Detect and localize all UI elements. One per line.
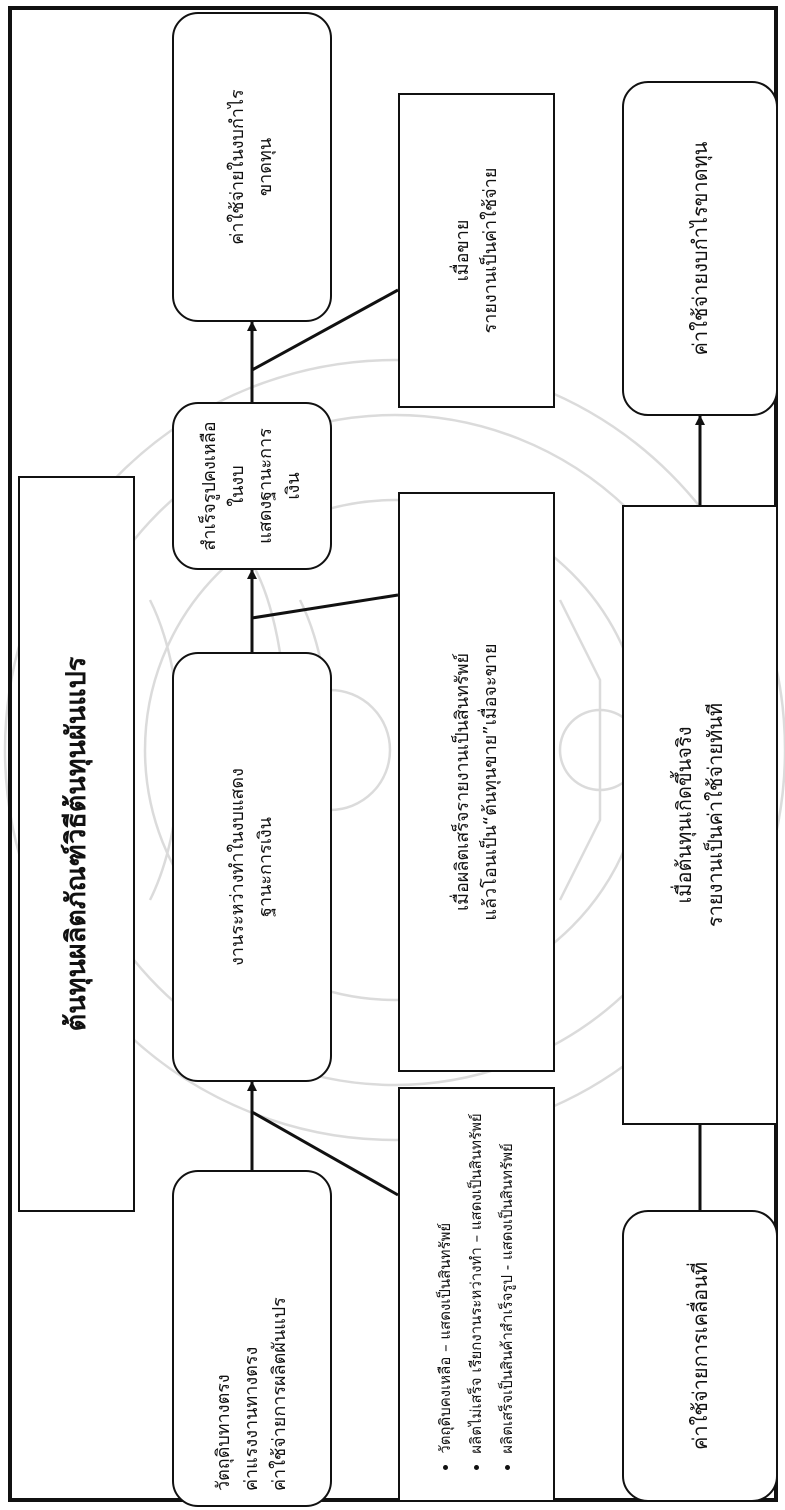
sold-note-line-2: รายงานเป็นค่าใช้จ่าย: [479, 167, 501, 334]
inputs-line-1: วัตถุดิบทางตรง: [213, 1374, 235, 1491]
inputs-line-2: ค่าแรงงานทางตรง: [241, 1346, 263, 1491]
period-pl-line-1: ค่าใช้จ่ายงบกำไรขาดทุน: [687, 141, 712, 356]
finished-line-2: แสดงฐานะการเงิน: [255, 428, 304, 544]
inputs-line-3: ค่าใช้จ่ายการผลิตผันแปร: [268, 1297, 290, 1491]
completed-note-line-1: เมื่อผลิตเสร็จรายงานเป็นสินทรัพย์: [451, 652, 473, 912]
balance-note-item: วัตถุดิบคงเหลือ – แสดงเป็นสินทรัพย์: [430, 1113, 461, 1454]
wip-line-2: ฐานะการเงิน: [255, 817, 276, 917]
balance-note-item: ผลิตเสร็จเป็นสินค้าสำเร็จรูป - แสดงเป็นส…: [492, 1113, 523, 1454]
pl-expense-line-1: ค่าใช้จ่ายในงบกำไร: [227, 89, 249, 245]
wip-line-1: งานระหว่างทำในงบแสดง: [227, 768, 249, 966]
line-finished-to-sold-note: [251, 288, 399, 372]
line-inputs-to-balance-notes: [251, 1110, 399, 1197]
finished-line-1: สำเร็จรูปคงเหลือในงบ: [199, 421, 249, 551]
balance-notes-list: วัตถุดิบคงเหลือ – แสดงเป็นสินทรัพย์ ผลิต…: [430, 1113, 522, 1475]
period-cost-line-1: ค่าใช้จ่ายการเคลื่อนที่: [687, 1261, 712, 1451]
period-note-line-1: เมื่อต้นทุนเกิดขึ้นจริง: [672, 726, 696, 904]
diagram-title: ต้นทุนผลิตภัณฑ์วิธีต้นทุนผันแปร: [60, 656, 92, 1032]
balance-note-item: ผลิตไม่เสร็จ เรียกงานระหว่างทำ – แสดงเป็…: [461, 1113, 492, 1453]
sold-note-line-1: เมื่อขาย: [451, 219, 473, 282]
completed-note-line-2: แล้วโอนเป็น“ต้นทุนขาย”เมื่อจะขาย: [479, 643, 501, 921]
line-wip-to-completed-note: [251, 593, 399, 620]
pl-expense-line-2: ขาดทุน: [255, 137, 276, 197]
period-note-line-2: รายงานเป็นค่าใช้จ่ายทันที: [703, 702, 727, 928]
